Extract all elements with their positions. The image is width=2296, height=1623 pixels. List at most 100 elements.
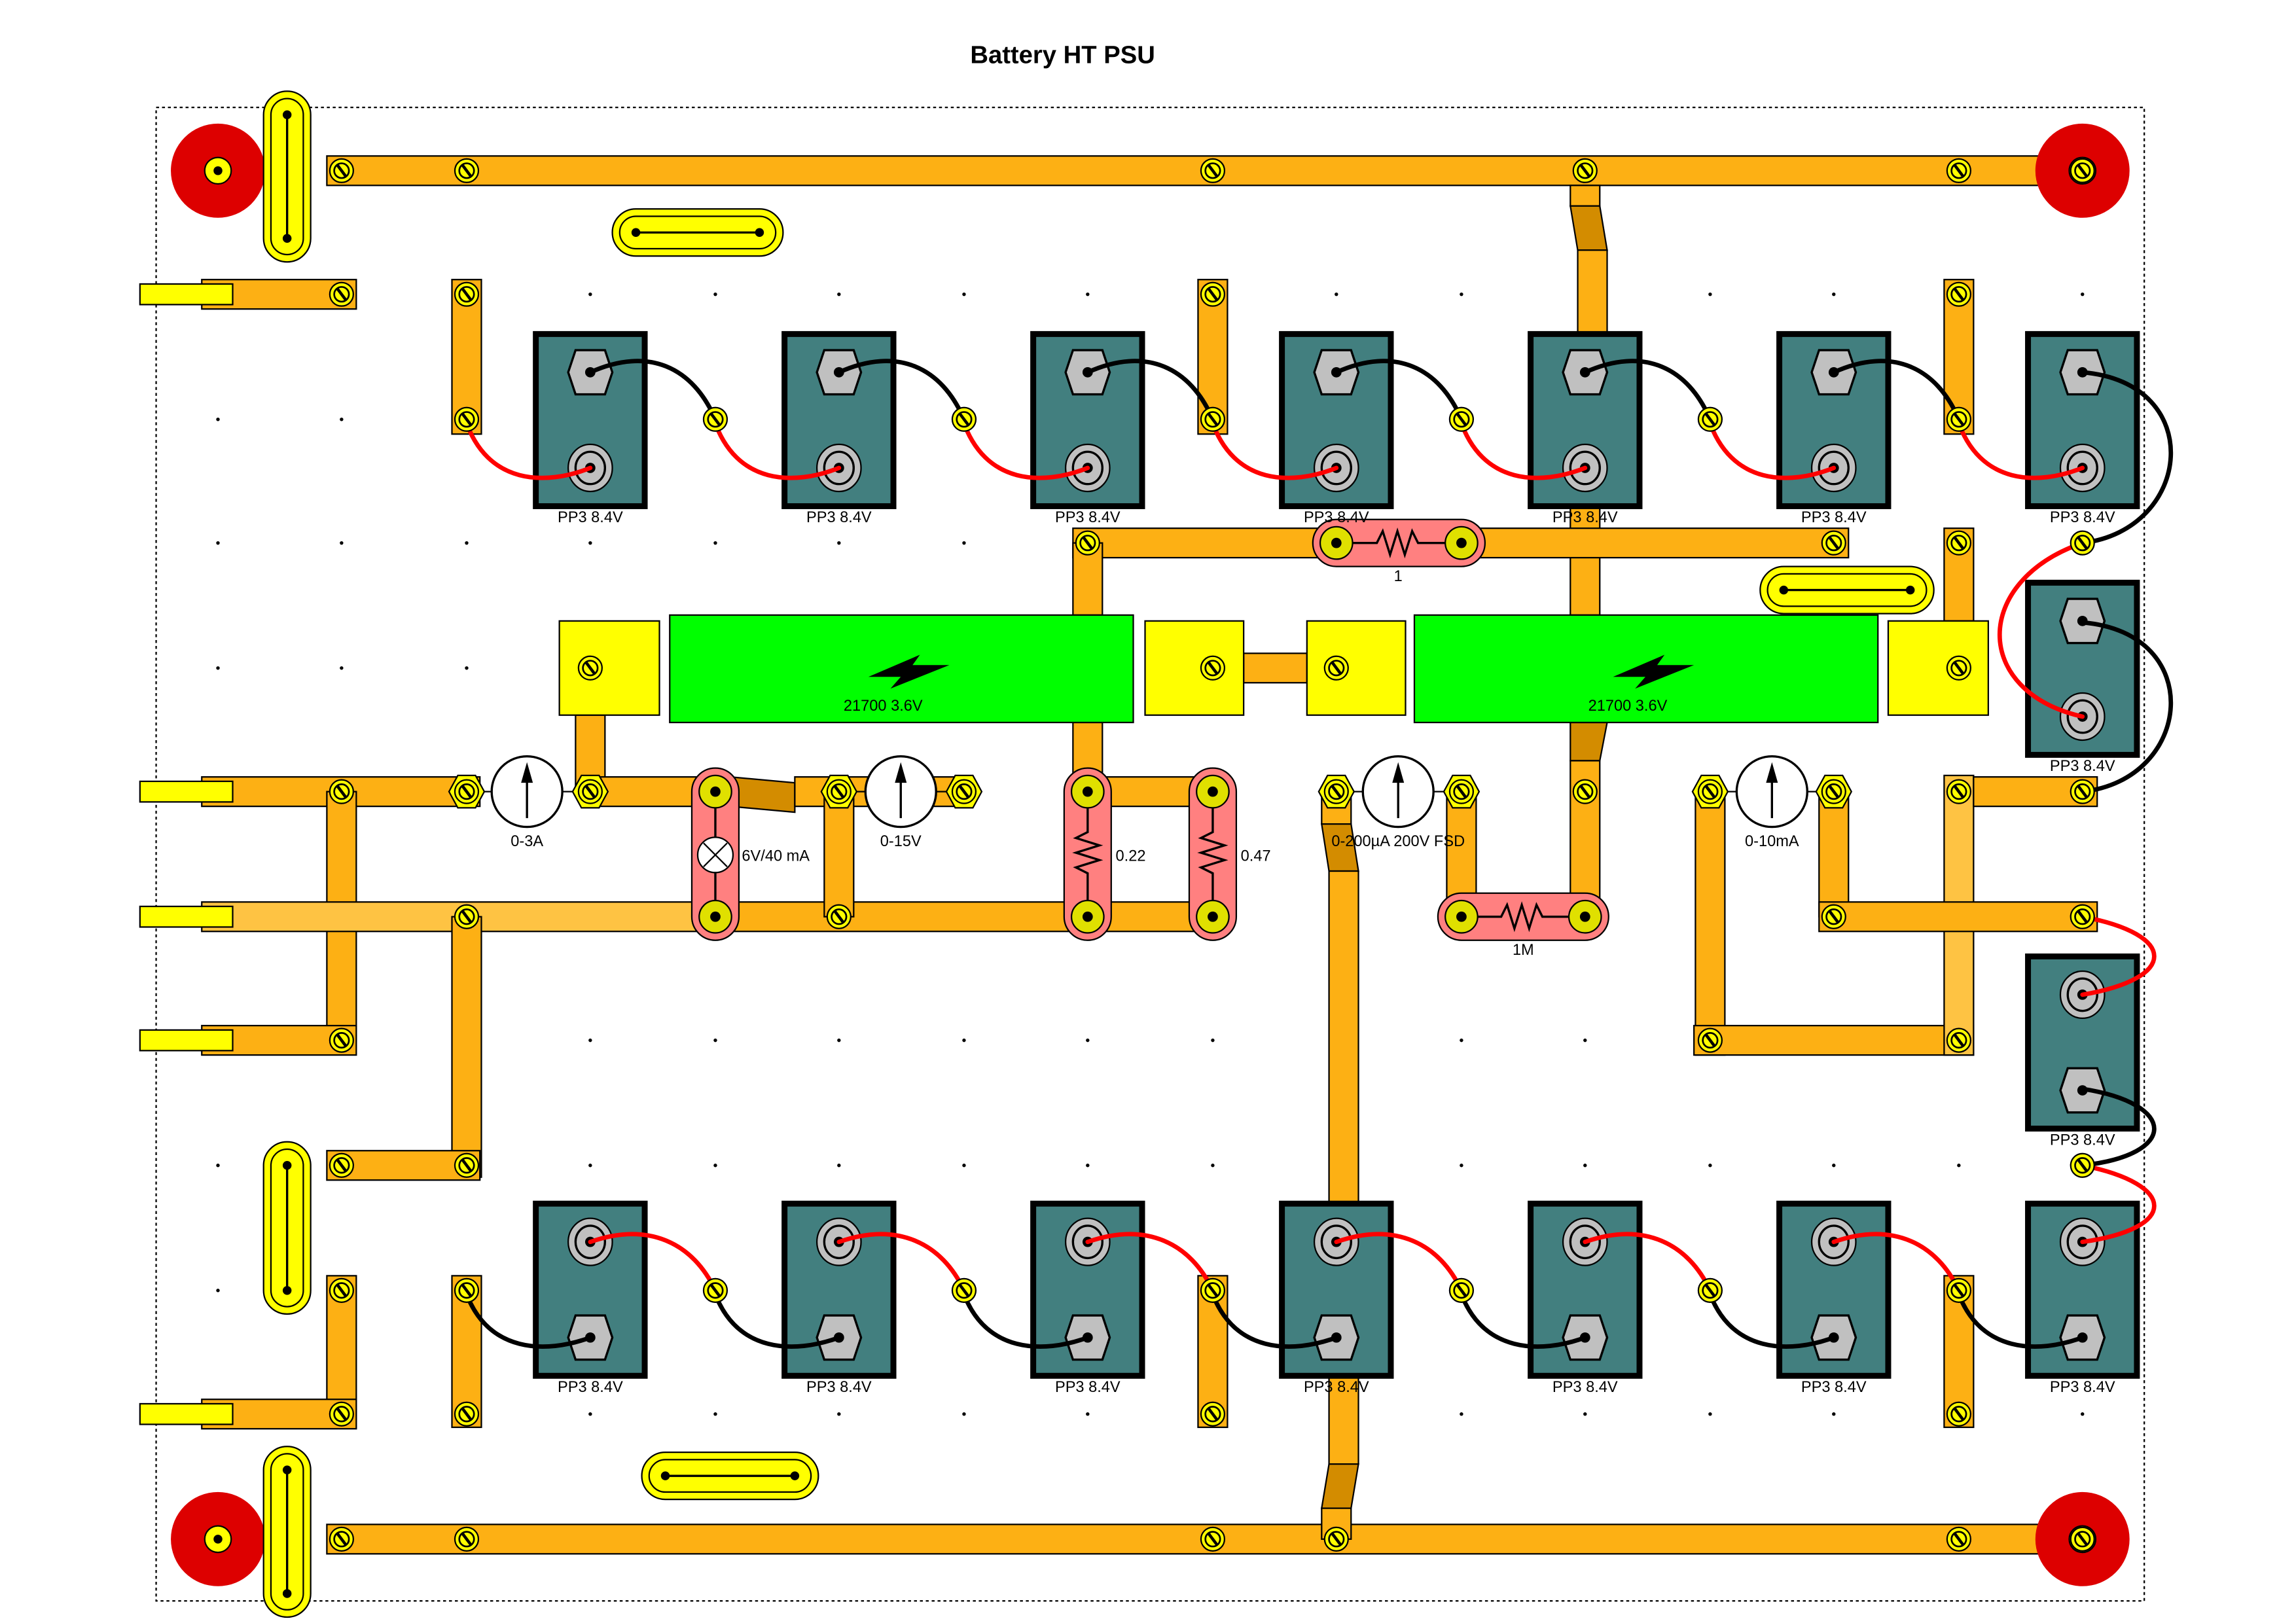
screw-slot-icon bbox=[1331, 661, 1342, 675]
grid-hole bbox=[1335, 292, 1338, 296]
conductor-strip[interactable] bbox=[1577, 249, 1608, 335]
conductor-strip[interactable] bbox=[1693, 1025, 1975, 1056]
cell-holder[interactable] bbox=[1887, 620, 1989, 716]
meter-label: 0-3A bbox=[511, 833, 543, 850]
cell-holder[interactable] bbox=[1306, 620, 1407, 716]
negative-wire bbox=[2080, 620, 2174, 794]
terminal-center bbox=[213, 1535, 223, 1544]
battery-label: PP3 8.4V bbox=[806, 1379, 872, 1396]
negative-wire bbox=[1831, 359, 1962, 422]
grid-hole bbox=[1708, 1412, 1712, 1416]
resistor-pad-hole bbox=[1456, 537, 1467, 548]
battery-label: PP3 8.4V bbox=[1552, 509, 1618, 526]
screw-slot-icon bbox=[1953, 1532, 1965, 1546]
grid-hole bbox=[1211, 1038, 1215, 1043]
grid-hole bbox=[1583, 1038, 1587, 1043]
screw-head bbox=[582, 660, 599, 677]
conductor-strip[interactable] bbox=[451, 916, 482, 1178]
resistor[interactable] bbox=[1063, 767, 1112, 941]
resistor-symbol-icon bbox=[1197, 791, 1229, 917]
connector-tab[interactable] bbox=[139, 780, 234, 803]
resistor[interactable] bbox=[1188, 767, 1238, 941]
screw-slot-icon bbox=[336, 785, 348, 798]
screw-slot-icon bbox=[958, 1283, 970, 1298]
resistor-symbol-icon bbox=[1072, 791, 1103, 917]
conductor-strip[interactable] bbox=[1695, 791, 1726, 1056]
screw-head bbox=[1950, 1032, 1967, 1049]
screw-slot-icon bbox=[1579, 785, 1591, 798]
screw-head bbox=[1328, 1531, 1345, 1548]
strip-jog bbox=[1569, 205, 1608, 251]
resistor-pad-hole bbox=[1579, 911, 1590, 922]
conductor-strip[interactable] bbox=[1243, 652, 1308, 684]
grid-hole bbox=[588, 1038, 592, 1043]
grid-hole bbox=[1583, 1164, 1587, 1168]
battery-label: PP3 8.4V bbox=[1801, 509, 1867, 526]
screw-head bbox=[333, 1282, 350, 1299]
connector-tab[interactable] bbox=[139, 905, 234, 928]
negative-wire bbox=[1334, 359, 1464, 422]
grid-hole bbox=[962, 1164, 966, 1168]
board-outline bbox=[155, 107, 2145, 1602]
connector-tab[interactable] bbox=[139, 1402, 234, 1425]
screw-slot-icon bbox=[1828, 785, 1840, 798]
grid-hole bbox=[962, 1412, 966, 1416]
screw-head bbox=[458, 1282, 475, 1299]
screw-head bbox=[1204, 1406, 1221, 1423]
link-inner bbox=[619, 215, 777, 250]
screw-head bbox=[2074, 1157, 2091, 1174]
grid-hole bbox=[588, 292, 592, 296]
conductor-strip[interactable] bbox=[714, 901, 1229, 933]
grid-hole bbox=[1708, 292, 1712, 296]
screw-head bbox=[1950, 1282, 1967, 1299]
meter-label: 0-10mA bbox=[1745, 833, 1799, 850]
screw-slot-icon bbox=[336, 1283, 348, 1298]
terminal-ring bbox=[1569, 1224, 1601, 1260]
screw-head bbox=[1950, 660, 1967, 677]
screw-head bbox=[333, 1406, 350, 1423]
screw-head bbox=[1950, 535, 1967, 552]
grid-hole bbox=[1832, 292, 1836, 296]
conductor-strip[interactable] bbox=[823, 791, 855, 918]
positive-wire bbox=[2080, 914, 2157, 997]
screw-slot-icon bbox=[833, 910, 845, 924]
screw-head bbox=[1825, 535, 1842, 552]
screw-slot-icon bbox=[1953, 1283, 1965, 1298]
grid-hole bbox=[1460, 1038, 1463, 1043]
screw-slot-icon bbox=[461, 412, 473, 427]
screw-slot-icon bbox=[1828, 536, 1840, 550]
screw-head bbox=[1950, 1531, 1967, 1548]
screw-slot-icon bbox=[461, 1158, 473, 1173]
cell-holder[interactable] bbox=[1144, 620, 1245, 716]
connector-tab[interactable] bbox=[139, 1029, 234, 1052]
screw-head bbox=[333, 1157, 350, 1174]
negative-wire bbox=[2080, 1086, 2157, 1168]
conductor-strip[interactable] bbox=[1818, 901, 2098, 933]
screw-slot-icon bbox=[1704, 785, 1716, 798]
screw-head bbox=[333, 1032, 350, 1049]
negative-wire bbox=[588, 359, 718, 422]
screw-head bbox=[1950, 286, 1967, 303]
conductor-strip[interactable] bbox=[1818, 791, 1850, 918]
grid-hole bbox=[465, 666, 469, 670]
strip-jog bbox=[1320, 1463, 1359, 1509]
cell-holder[interactable] bbox=[558, 620, 660, 716]
resistor[interactable] bbox=[1312, 518, 1486, 567]
positive-wire bbox=[1706, 417, 1837, 480]
grid-hole bbox=[340, 541, 344, 545]
conductor-strip[interactable] bbox=[1328, 870, 1359, 1205]
screw-head bbox=[1204, 411, 1221, 428]
resistor[interactable] bbox=[1437, 892, 1609, 941]
screw-slot-icon bbox=[1331, 1532, 1342, 1546]
conductor-strip[interactable] bbox=[1570, 185, 1601, 207]
resistor-pad-hole bbox=[1208, 911, 1218, 922]
screw-head bbox=[1453, 411, 1470, 428]
screw-head bbox=[1328, 660, 1345, 677]
resistor-pad-hole bbox=[1208, 786, 1218, 797]
positive-wire bbox=[1209, 417, 1339, 480]
screw-head bbox=[458, 1157, 475, 1174]
connector-tab[interactable] bbox=[139, 283, 234, 306]
terminal-center bbox=[213, 166, 223, 175]
positive-wire bbox=[1085, 1232, 1215, 1293]
terminal-ring bbox=[823, 1224, 855, 1260]
